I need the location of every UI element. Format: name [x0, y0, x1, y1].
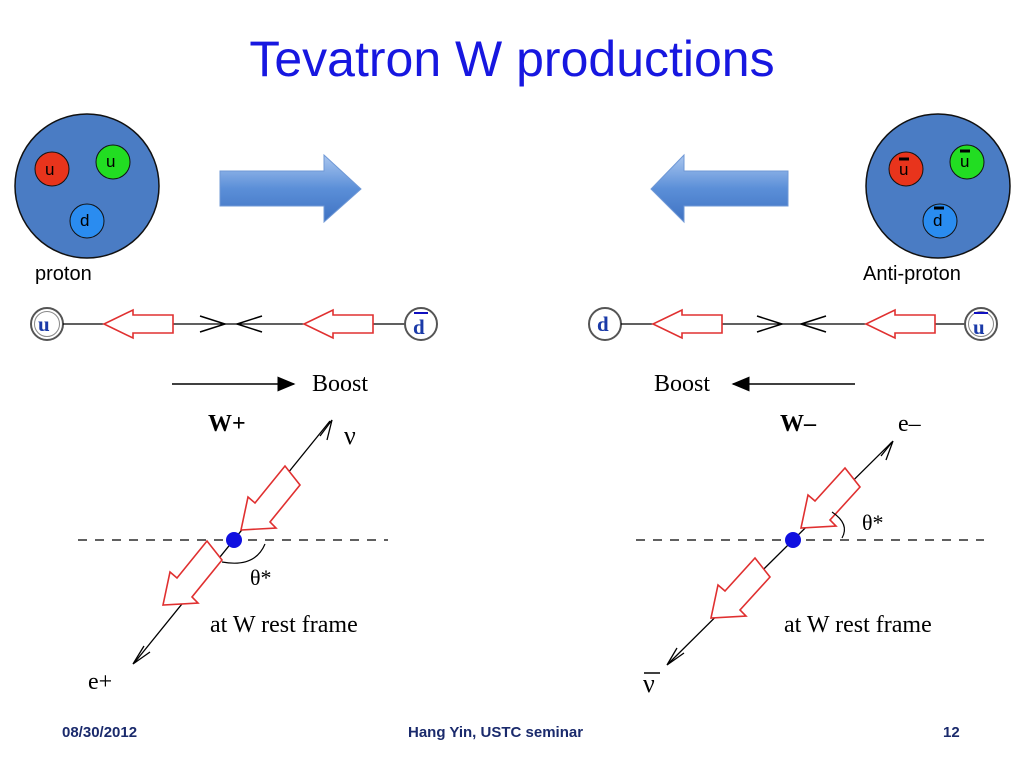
antiproton-quark-label: u	[899, 160, 908, 179]
proton-quark-label: u	[45, 160, 54, 179]
spin-arrow-left	[651, 308, 723, 340]
proton-quark-label: d	[80, 211, 89, 230]
beam-arrow-left	[650, 153, 789, 224]
theta-angle-arc	[831, 511, 845, 539]
antiproton-quark-ubar-green	[949, 144, 985, 180]
antiquark-dbar-circle	[404, 307, 438, 341]
spin-arrow-left	[864, 308, 936, 340]
right-antiquark-label: u	[973, 315, 985, 339]
footer-page-number: 12	[943, 724, 960, 741]
left-decay-diagram	[78, 419, 388, 665]
antiproton-diagram: u u d	[865, 113, 1011, 259]
antiproton-quark-label: u	[960, 152, 969, 171]
frame-label-right: at W rest frame	[784, 612, 932, 638]
boson-label-left: W+	[208, 411, 246, 437]
proton-diagram: u u d	[14, 113, 160, 259]
spin-arrow-down-left	[240, 464, 302, 531]
particle-top-left: ν	[344, 421, 356, 450]
slide-title: Tevatron W productions	[249, 31, 775, 87]
decay-vertex	[785, 532, 801, 548]
theta-angle-arc	[221, 543, 266, 564]
frame-label-left: at W rest frame	[210, 612, 358, 638]
right-collision-line	[588, 307, 998, 341]
decay-vertex	[226, 532, 242, 548]
spin-arrow-left	[102, 308, 174, 340]
antiproton-label: Anti-proton	[863, 263, 961, 285]
antiproton-quark-ubar-red	[888, 151, 924, 187]
beam-arrow-right	[219, 153, 362, 224]
antiquark-ubar-circle	[964, 307, 998, 341]
proton-label: proton	[35, 263, 92, 285]
right-quark-label: d	[597, 312, 609, 336]
boson-label-right: W–	[780, 411, 817, 437]
spin-arrow-down-left	[800, 466, 862, 529]
right-decay-diagram	[636, 440, 984, 666]
angle-label-left: θ*	[250, 565, 272, 590]
footer-date: 08/30/2012	[62, 724, 138, 741]
spin-arrow-down-left	[162, 539, 224, 606]
left-antiquark-label: d	[413, 315, 425, 339]
boost-label-right: Boost	[654, 371, 710, 397]
left-quark-label: u	[38, 312, 50, 336]
particle-bottom-right: ν	[643, 669, 655, 698]
particle-top-right: e–	[898, 411, 922, 437]
antiproton-quark-label: d	[933, 211, 942, 230]
proton-quark-u-red	[34, 151, 70, 187]
proton-quark-label: u	[106, 152, 115, 171]
footer-presenter: Hang Yin, USTC seminar	[408, 724, 584, 741]
proton-quark-d-blue	[69, 203, 105, 239]
spin-arrow-left	[302, 308, 374, 340]
particle-bottom-left: e+	[88, 669, 112, 695]
left-collision-line	[30, 307, 438, 341]
spin-arrow-down-left	[710, 556, 772, 619]
angle-label-right: θ*	[862, 510, 884, 535]
proton-quark-u-green	[95, 144, 131, 180]
antiproton-quark-dbar-blue	[922, 203, 958, 239]
boost-label-left: Boost	[312, 371, 368, 397]
